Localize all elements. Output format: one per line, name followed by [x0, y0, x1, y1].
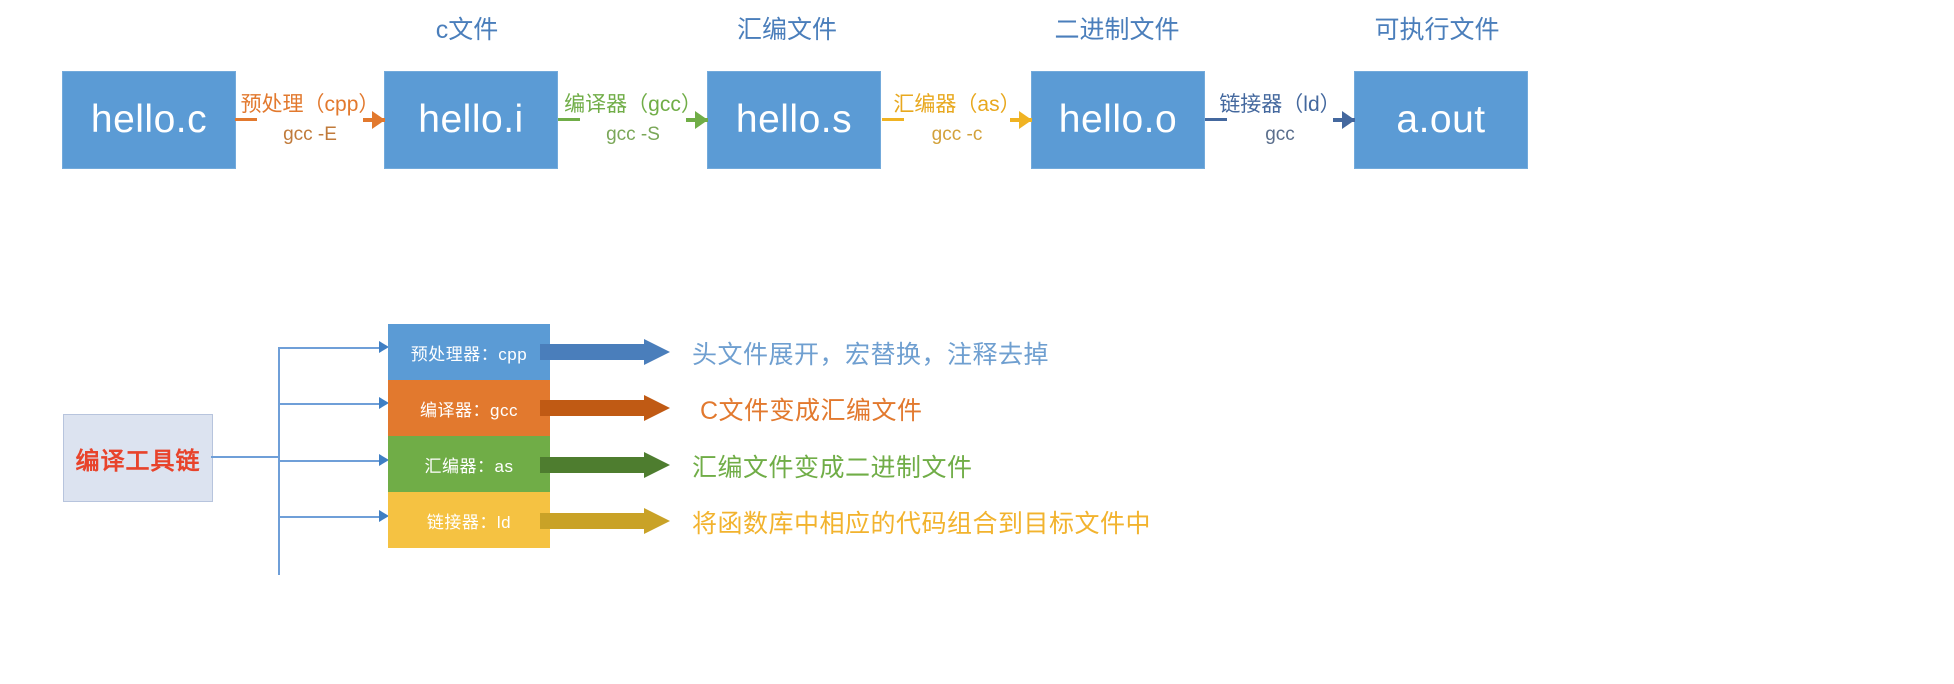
- connector-arrow-tip-4: [379, 510, 389, 522]
- toolchain-row-cpp: 预处理器：cpp: [388, 324, 550, 380]
- connector-arrow-preprocess: [363, 111, 385, 129]
- pipeline-stage-assemble: 汇编器（as） gcc -c: [882, 72, 1032, 168]
- toolchain-section: 编译工具链 预处理器：cpp 编译器：gcc: [0, 300, 1954, 684]
- connector-arrow-tip-2: [379, 397, 389, 409]
- stage-label-assemble: 汇编器（as）: [893, 93, 1021, 116]
- connector-trunk: [211, 456, 279, 458]
- file-box-hello-o: hello.o: [1032, 72, 1204, 168]
- pipeline-stage-preprocess: 预处理（cpp） gcc -E: [235, 72, 385, 168]
- connector-arrow-tip-3: [379, 454, 389, 466]
- connector-arrow-link: [1333, 111, 1355, 129]
- connector-line-link: [1205, 118, 1227, 121]
- connector-branch-3: [278, 460, 381, 462]
- toolchain-row-label-as: 汇编器：as: [424, 456, 514, 476]
- connector-branch-4: [278, 516, 381, 518]
- file-box-a-out: a.out: [1355, 72, 1527, 168]
- file-box-hello-c: hello.c: [63, 72, 235, 168]
- toolchain-row-as: 汇编器：as: [388, 436, 550, 492]
- toolchain-box-label: 编译工具链: [75, 447, 201, 475]
- block-arrow-as: [540, 452, 670, 478]
- stage-label-link: 链接器（ld）: [1219, 93, 1341, 116]
- compilation-pipeline: c文件 汇编文件 二进制文件 可执行文件 hello.c hello.i hel…: [0, 0, 1954, 200]
- stage-command-assemble: gcc -c: [931, 124, 983, 145]
- toolchain-connector-tree: [211, 300, 391, 684]
- stage-label-preprocess: 预处理（cpp）: [240, 93, 380, 116]
- file-box-hello-s: hello.s: [708, 72, 880, 168]
- connector-arrow-assemble: [1010, 111, 1032, 129]
- toolchain-row-label-ld: 链接器：ld: [426, 512, 512, 532]
- toolchain-row-gcc: 编译器：gcc: [388, 380, 550, 436]
- description-ld: 将函数库中相应的代码组合到目标文件中: [692, 510, 1152, 538]
- connector-arrow-compile: [686, 111, 708, 129]
- stage-label-compile: 编译器（gcc）: [564, 93, 702, 116]
- block-arrow-gcc: [540, 395, 670, 421]
- file-box-hello-i: hello.i: [385, 72, 557, 168]
- caption-hello-i: c文件: [435, 16, 499, 44]
- stage-command-compile: gcc -S: [606, 124, 660, 145]
- connector-line-preprocess: [235, 118, 257, 121]
- connector-branch-2: [278, 403, 381, 405]
- toolchain-box: 编译工具链: [63, 414, 213, 502]
- stage-command-preprocess: gcc -E: [283, 124, 337, 145]
- toolchain-row-label-cpp: 预处理器：cpp: [410, 344, 528, 364]
- connector-branch-1: [278, 347, 381, 349]
- connector-line-compile: [558, 118, 580, 121]
- pipeline-stage-compile: 编译器（gcc） gcc -S: [558, 72, 708, 168]
- description-cpp: 头文件展开，宏替换，注释去掉: [692, 341, 1050, 369]
- caption-hello-o: 二进制文件: [1054, 16, 1180, 44]
- caption-hello-s: 汇编文件: [736, 16, 838, 44]
- toolchain-row-label-gcc: 编译器：gcc: [420, 400, 518, 420]
- stage-command-link: gcc: [1265, 124, 1295, 145]
- toolchain-stack: 预处理器：cpp 编译器：gcc 汇编器：as 链接器：ld: [388, 324, 550, 548]
- description-as: 汇编文件变成二进制文件: [692, 454, 973, 482]
- block-arrow-cpp: [540, 339, 670, 365]
- block-arrow-ld: [540, 508, 670, 534]
- pipeline-stage-link: 链接器（ld） gcc: [1205, 72, 1355, 168]
- toolchain-row-ld: 链接器：ld: [388, 492, 550, 548]
- connector-line-assemble: [882, 118, 904, 121]
- caption-a-out: 可执行文件: [1374, 16, 1500, 44]
- connector-arrow-tip-1: [379, 341, 389, 353]
- description-gcc: C文件变成汇编文件: [700, 397, 923, 425]
